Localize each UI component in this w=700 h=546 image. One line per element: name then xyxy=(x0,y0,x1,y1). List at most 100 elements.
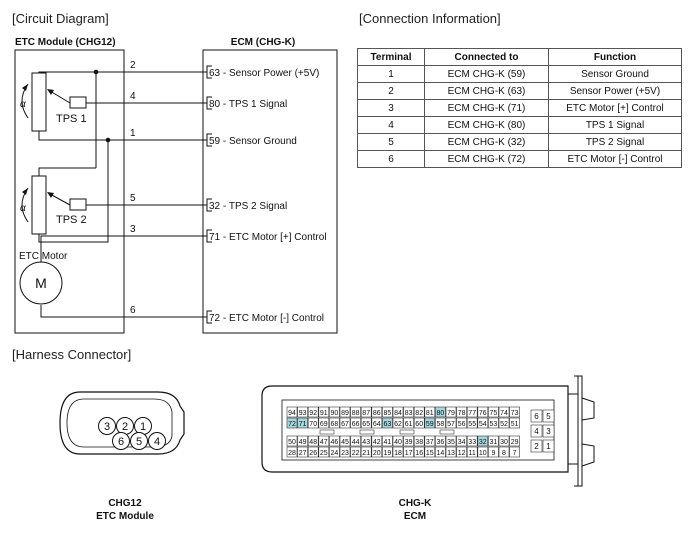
chgk-pin xyxy=(477,435,489,447)
chgk-pin-number: 52 xyxy=(500,421,508,428)
chgk-pin-number: 66 xyxy=(352,421,360,428)
chgk-pin xyxy=(360,406,372,418)
tps1-wiper-arrow xyxy=(47,89,54,95)
cell-function: ETC Motor [+] Control xyxy=(548,99,682,117)
chgk-pin-number: 68 xyxy=(331,421,339,428)
chgk-caption-name: CHG-K xyxy=(399,498,433,509)
chgk-pin-number: 36 xyxy=(437,439,445,446)
cell-connected-to: ECM CHG-K (32) xyxy=(424,133,549,151)
chgk-pin xyxy=(466,435,478,447)
chgk-pin-number: 83 xyxy=(405,410,413,417)
chgk-pin xyxy=(488,435,499,447)
chgk-pin-number: 92 xyxy=(309,410,317,417)
chgk-pin xyxy=(509,446,520,458)
chgk-pin xyxy=(456,435,467,447)
ecm-title: ECM (CHG-K) xyxy=(231,37,295,48)
chgk-pin xyxy=(350,435,361,447)
tps1-sensor-box xyxy=(69,96,87,109)
chg12-housing xyxy=(59,391,185,455)
chgk-pin xyxy=(445,446,457,458)
tps2-angle-arrowhead xyxy=(22,188,28,195)
cell-connected-to: ECM CHG-K (63) xyxy=(424,82,549,100)
chgk-pin xyxy=(413,435,425,447)
etc-module-box xyxy=(14,49,125,334)
chgk-pin-number: 31 xyxy=(490,439,498,446)
chgk-pin xyxy=(488,446,499,458)
chgk-pin-number: 27 xyxy=(299,450,307,457)
chgk-pin-number: 73 xyxy=(511,410,519,417)
col-header-function: Function xyxy=(548,48,682,66)
ecm-pin-label: 63 - Sensor Power (+5V) xyxy=(209,68,319,79)
chgk-pin xyxy=(350,406,361,418)
chg12-pin-number: 5 xyxy=(136,436,142,448)
chgk-pin-number: 84 xyxy=(394,410,402,417)
cell-terminal: 4 xyxy=(357,116,425,134)
chgk-pin xyxy=(371,435,383,447)
chgk-pin xyxy=(445,406,457,418)
tps2-wiper-arrow xyxy=(47,192,54,198)
chgk-pin xyxy=(435,406,446,418)
chgk-pin xyxy=(435,435,446,447)
ecm-pin-label: 80 - TPS 1 Signal xyxy=(209,99,287,110)
chgk-pin-number: 44 xyxy=(352,439,360,446)
ecm-pin-bracket xyxy=(206,133,212,147)
etc-motor-m: M xyxy=(35,275,47,291)
chgk-pin-number: 22 xyxy=(352,450,360,457)
chgk-pin-number: 53 xyxy=(490,421,498,428)
tps1-alpha: α xyxy=(20,99,26,110)
chgk-pin-number: 72 xyxy=(288,421,296,428)
chgk-pin-number: 93 xyxy=(299,410,307,417)
chgk-pin xyxy=(286,446,298,458)
cell-connected-to: ECM CHG-K (71) xyxy=(424,99,549,117)
chgk-pin-number: 25 xyxy=(320,450,328,457)
chgk-pin-number: 39 xyxy=(405,439,413,446)
chg12-pin-number: 6 xyxy=(118,436,124,448)
chgk-pin-number: 43 xyxy=(362,439,370,446)
ecm-pin-bracket xyxy=(206,229,212,243)
chgk-pin xyxy=(498,446,510,458)
chgk-pin xyxy=(498,417,510,429)
chgk-pin-number: 57 xyxy=(447,421,455,428)
chgk-pin-number: 34 xyxy=(458,439,466,446)
chgk-pin-number: 58 xyxy=(437,421,445,428)
chgk-pin-number: 12 xyxy=(458,450,466,457)
chgk-pin xyxy=(488,406,499,418)
chgk-pin xyxy=(286,435,298,447)
chgk-pin-number: 49 xyxy=(299,439,307,446)
chgk-pin-number: 63 xyxy=(384,421,392,428)
chgk-pin-number: 78 xyxy=(458,410,466,417)
chgk-pin-number: 59 xyxy=(426,421,434,428)
chgk-pin xyxy=(445,417,457,429)
chgk-pin-number: 60 xyxy=(415,421,423,428)
chgk-pin xyxy=(392,417,404,429)
chgk-pin-number: 47 xyxy=(320,439,328,446)
circuit-diagram-title: [Circuit Diagram] xyxy=(12,11,109,26)
ecm-pin-bracket xyxy=(206,65,212,79)
chgk-pin-number: 54 xyxy=(479,421,487,428)
chgk-pin xyxy=(498,435,510,447)
chgk-pin xyxy=(403,406,414,418)
chg12-pin xyxy=(98,417,116,435)
chgk-pin xyxy=(339,417,351,429)
chgk-pin xyxy=(466,446,478,458)
chgk-pin-number: 56 xyxy=(458,421,466,428)
cell-terminal: 5 xyxy=(357,133,425,151)
chgk-pin xyxy=(435,417,446,429)
chgk-pin-number: 16 xyxy=(415,450,423,457)
chgk-pin xyxy=(413,417,425,429)
chgk-pin-number: 67 xyxy=(341,421,349,428)
etc-module-title: ETC Module (CHG12) xyxy=(15,37,116,48)
cell-function: ETC Motor [-] Control xyxy=(548,150,682,168)
etc-motor-label: ETC Motor xyxy=(19,251,68,262)
chg12-pin xyxy=(148,432,166,450)
chgk-pin xyxy=(382,446,393,458)
chgk-pin-number: 50 xyxy=(288,439,296,446)
chgk-pin xyxy=(382,435,393,447)
chgk-pin-number: 35 xyxy=(447,439,455,446)
chgk-pin xyxy=(477,417,489,429)
